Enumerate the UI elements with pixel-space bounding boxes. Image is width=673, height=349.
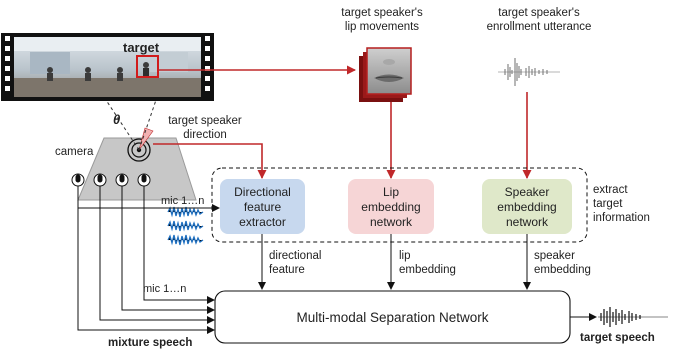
camera-icon: [77, 127, 197, 201]
extraction-group: [211, 167, 588, 243]
extract-label-line1: extract: [593, 184, 628, 196]
speaker-output-line2: embedding: [534, 264, 591, 276]
camera-label: camera: [55, 146, 94, 158]
enroll-title-line1: target speaker's: [498, 7, 580, 19]
speaker-label-line2: embedding: [497, 200, 556, 214]
mic-waveforms: [167, 206, 204, 246]
speaker-label-line3: network: [506, 215, 549, 229]
directional-label-line2: feature: [244, 200, 282, 214]
mixture-speech-label: mixture speech: [108, 337, 192, 349]
mic-label-top: mic 1…n: [161, 195, 204, 207]
directional-feature-extractor: Directional feature extractor: [220, 179, 305, 234]
target-speech-waveform: [598, 307, 668, 327]
lip-label-line1: Lip: [383, 185, 399, 199]
speaker-embedding-network: Speaker embedding network: [482, 179, 572, 234]
separation-label: Multi-modal Separation Network: [296, 310, 488, 325]
mic-label-bottom: mic 1…n: [143, 283, 186, 295]
direction-arrow: [153, 143, 267, 179]
target-badge: target: [123, 40, 160, 55]
extract-label-line2: target: [593, 198, 623, 210]
enroll-title-line2: enrollment utterance: [487, 21, 592, 33]
waveform-icon: [498, 58, 560, 86]
direction-label-line1: target speaker: [168, 115, 242, 127]
directional-output-line1: directional: [269, 250, 321, 262]
speaker-output-line1: speaker: [534, 250, 575, 262]
direction-label-line2: direction: [183, 129, 226, 141]
theta-label: θ: [113, 112, 120, 127]
lip-label-line2: embedding: [361, 200, 420, 214]
extract-label-line3: information: [593, 212, 650, 224]
lip-image-icon: [359, 47, 412, 102]
directional-label-line1: Directional: [234, 185, 291, 199]
lip-embedding-network: Lip embedding network: [348, 179, 434, 234]
lip-label-line3: network: [370, 215, 413, 229]
lip-output-line2: embedding: [399, 264, 456, 276]
directional-label-line3: extractor: [239, 215, 286, 229]
lip-title-line1: target speaker's: [341, 7, 423, 19]
lip-output-line1: lip: [399, 250, 411, 262]
directional-output-line2: feature: [269, 264, 305, 276]
target-box: [136, 55, 159, 78]
mic-wires: [77, 186, 215, 334]
lip-title-line2: lip movements: [345, 21, 419, 33]
film-strip-icon: [1, 33, 214, 101]
multimodal-separation-network: Multi-modal Separation Network: [214, 290, 571, 344]
speaker-label-line1: Speaker: [505, 185, 550, 199]
target-speech-label: target speech: [580, 332, 655, 344]
